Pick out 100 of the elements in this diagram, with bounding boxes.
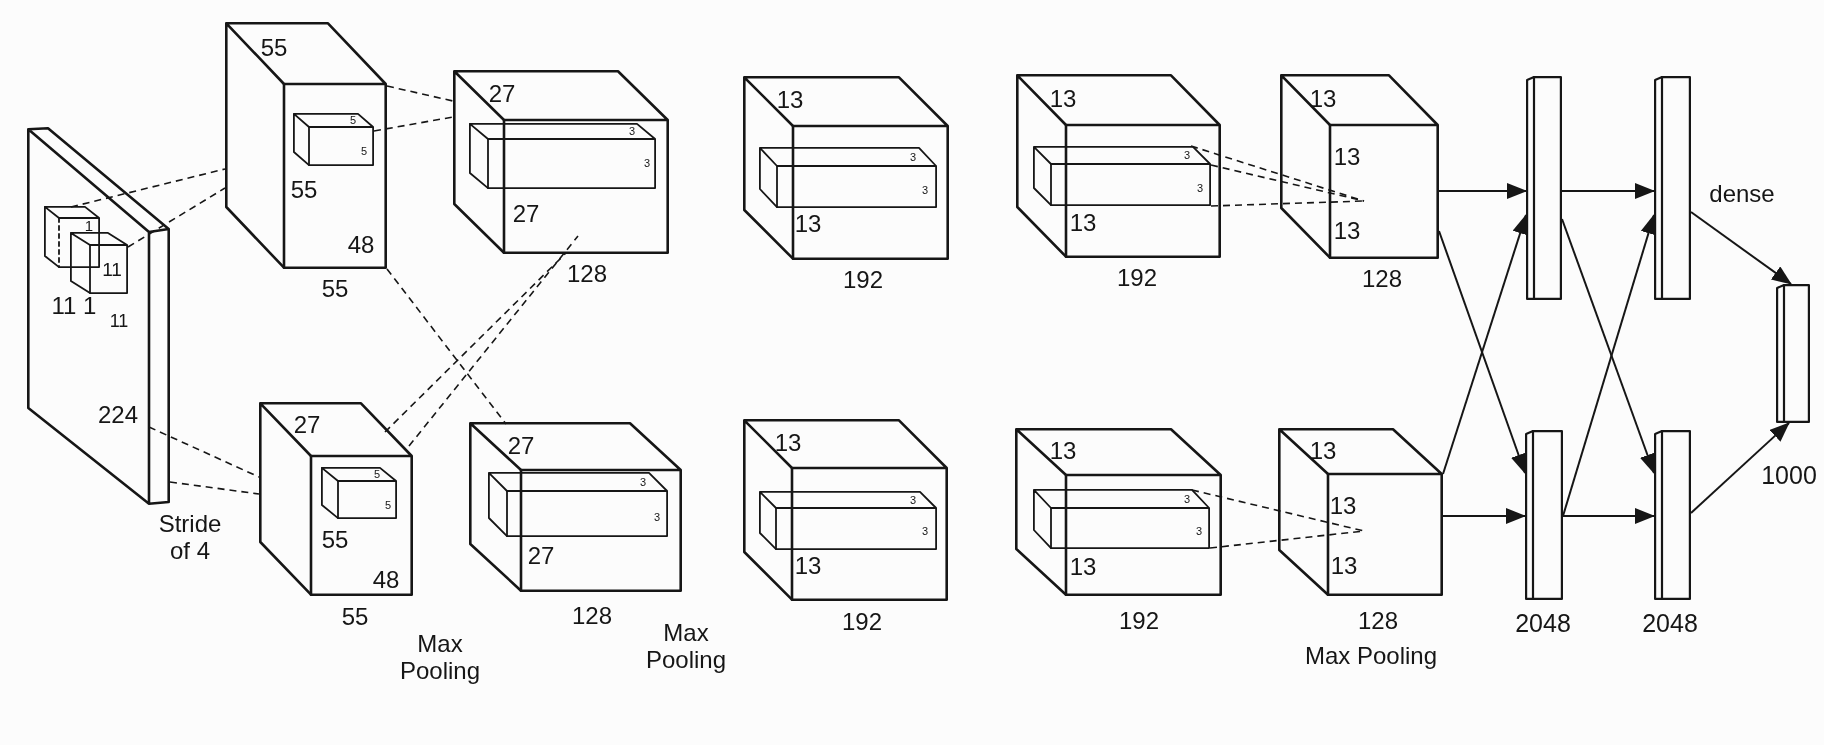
dimension-label: 13 [794,212,822,236]
input-slab [27,127,170,505]
feature-map-block [259,402,413,596]
dimension-label: 2048 [1642,610,1698,636]
kernel-box [469,123,656,189]
kernel-size-label: 3 [909,151,917,163]
feature-map-block [453,70,669,254]
projection-line [148,426,260,478]
feature-map-block [743,419,948,601]
dense-layer-bar [1654,430,1691,600]
kernel-size-label: 5 [349,114,357,126]
feature-map-block [1280,74,1439,259]
projection-line [386,268,507,425]
dimension-label: 192 [843,268,883,292]
dense-layer-bar [1526,76,1562,300]
kernel-box [321,467,397,519]
dimension-label: 13 [1333,219,1361,243]
projection-line [1210,164,1365,202]
kernel-size-label: 3 [1195,525,1203,537]
feature-map-block [1278,428,1443,596]
feature-map-block [469,422,682,592]
dimension-label: 55 [321,277,349,301]
dimension-label: 13 [1330,554,1358,578]
dimension-label: 13 [1069,211,1097,235]
kernel-size-label: 5 [373,468,381,480]
pooling-label: Max Pooling [644,620,728,674]
kernel-size-label: 3 [921,525,929,537]
arrow [1438,183,1527,199]
kernel-size-label: 3 [628,125,636,137]
pooling-label: Max Pooling [1304,642,1438,670]
projection-line [373,116,454,132]
dimension-label: 13 [1049,439,1077,463]
kernel-box [488,472,668,537]
dimension-label: 13 [1309,439,1337,463]
kernel-size-label: 3 [1183,149,1191,161]
arrow [1690,211,1792,285]
kernel-box [759,491,937,550]
projection-line [127,187,226,248]
dimension-label: 192 [1119,609,1159,633]
arrow [1561,218,1656,474]
projection-line [1210,200,1365,207]
dimension-label: 13 [1333,145,1361,169]
dimension-label: 192 [1117,266,1157,290]
feature-map-block [1016,74,1221,258]
kernel-size-label: 3 [639,476,647,488]
dimension-label: 13 [1069,555,1097,579]
kernel-size-label: 3 [653,511,661,523]
pooling-label: Max Pooling [398,631,482,685]
dimension-label: 27 [527,544,555,568]
dense-layer-bar [1654,76,1691,300]
dimension-label: 11 [109,312,129,330]
kernel-size-label: 3 [921,184,929,196]
layer-type-label: dense [1709,180,1775,208]
arrow [1690,422,1790,514]
dimension-label: 128 [1362,267,1402,291]
dimension-label: 1 [84,217,94,233]
dimension-label: 27 [507,434,535,458]
dimension-label: 48 [372,568,400,592]
dense-layer-bar [1525,430,1563,600]
kernel-size-label: 3 [1183,493,1191,505]
projection-line [384,252,567,433]
kernel-box [293,113,374,166]
feature-map-block [225,22,387,269]
dimension-label: 192 [842,610,882,634]
dimension-label: 13 [794,554,822,578]
arrow [1562,508,1655,524]
kernel-box [1033,489,1210,549]
dimension-label: 13 [1329,494,1357,518]
projection-line [386,85,454,102]
projection-line [169,481,260,495]
dimension-label: 1000 [1761,462,1817,488]
dimension-label: 2048 [1515,610,1571,636]
projection-line [1191,489,1365,532]
dimension-label: 55 [341,605,369,629]
dimension-label: 224 [98,403,138,427]
kernel-cube [44,206,100,268]
arrow [1562,214,1657,517]
dimension-label: 11 [102,259,122,279]
kernel-size-label: 3 [643,157,651,169]
dimension-label: 13 [776,88,804,112]
feature-map-block [1015,428,1222,596]
dimension-label: 27 [512,202,540,226]
dimension-label: 55 [321,528,349,552]
projection-line [408,235,579,447]
projection-line [70,168,226,208]
stride-label: Stride of 4 [157,511,223,565]
dimension-label: 27 [293,413,321,437]
feature-map-block [743,76,949,260]
arrow [1442,508,1526,524]
kernel-cube [70,232,128,294]
dimension-label: 48 [347,233,375,257]
dimension-label: 128 [567,262,607,286]
dimension-label: 13 [1309,87,1337,111]
dense-layer-bar [1776,284,1810,423]
dimension-label: 128 [572,604,612,628]
dimension-label: 55 [260,36,288,60]
dimension-label: 13 [774,431,802,455]
arrow [1561,183,1655,199]
dimension-label: 55 [290,178,318,202]
dimension-label: 27 [488,82,516,106]
